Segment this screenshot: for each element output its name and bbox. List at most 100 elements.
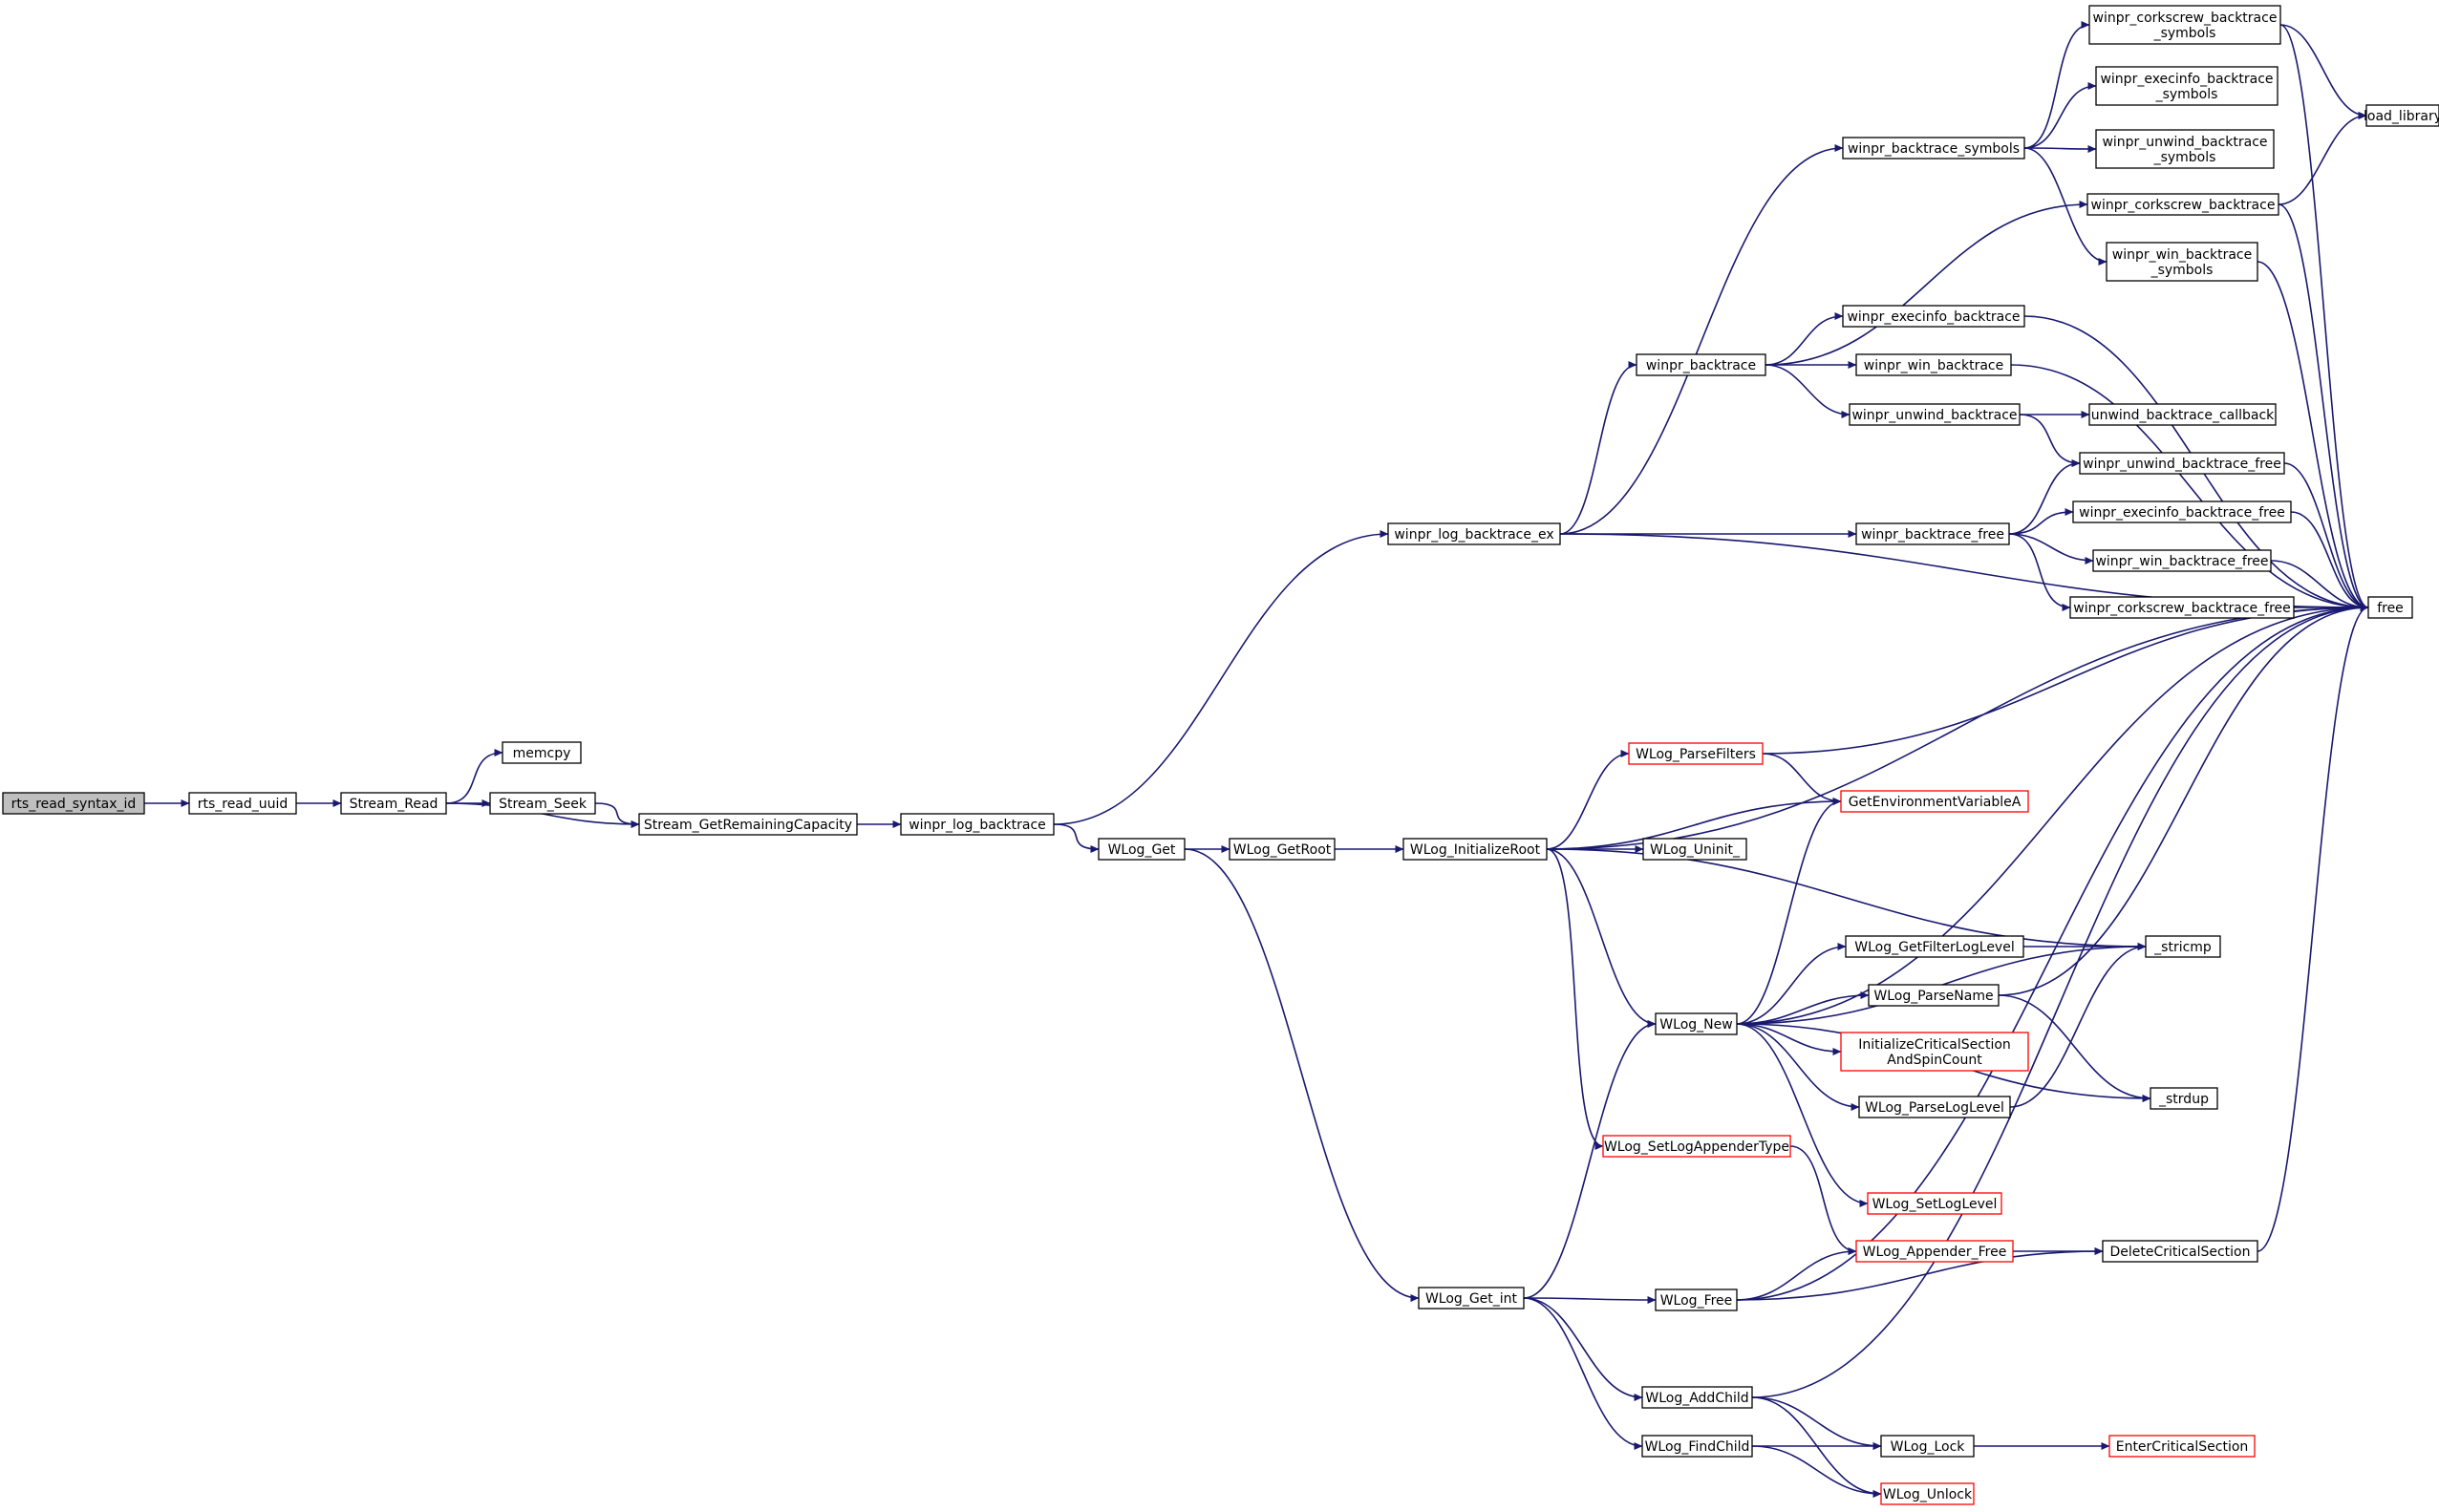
node-winpr_backtrace_free[interactable]: winpr_backtrace_free	[1855, 522, 2010, 545]
node-box-memcpy[interactable]	[502, 741, 582, 764]
node-box-WLog_ParseFilters[interactable]	[1628, 742, 1764, 765]
node-rts_read_uuid[interactable]: rts_read_uuid	[188, 792, 297, 815]
node-WLog_InitializeRoot[interactable]: WLog_InitializeRoot	[1402, 838, 1548, 861]
node-winpr_backtrace_symbols[interactable]: winpr_backtrace_symbols	[1842, 137, 2025, 160]
node-box-WLog_SetLogAppenderType[interactable]	[1602, 1135, 1791, 1158]
node-box-DeleteCriticalSection[interactable]	[2102, 1240, 2258, 1263]
node-WLog_Free[interactable]: WLog_Free	[1655, 1288, 1738, 1311]
node-winpr_log_backtrace_ex[interactable]: winpr_log_backtrace_ex	[1387, 522, 1561, 545]
node-_stricmp[interactable]: _stricmp	[2145, 935, 2221, 958]
node-box-winpr_unwind_backtrace[interactable]	[1849, 403, 2021, 426]
node-box-WLog_Unlock[interactable]	[1880, 1482, 1975, 1505]
node-winpr_unwind_backtrace_free[interactable]: winpr_unwind_backtrace_free	[2079, 452, 2285, 475]
node-free[interactable]: free	[2367, 596, 2413, 619]
node-box-winpr_backtrace[interactable]	[1636, 353, 1766, 376]
node-winpr_unwind_backtrace[interactable]: winpr_unwind_backtrace	[1849, 403, 2021, 426]
node-box-winpr_backtrace_free[interactable]	[1855, 522, 2010, 545]
node-box-load_library[interactable]	[2365, 104, 2439, 127]
node-box-WLog_Lock[interactable]	[1880, 1435, 1975, 1458]
node-DeleteCriticalSection[interactable]: DeleteCriticalSection	[2102, 1240, 2258, 1263]
node-winpr_corkscrew_backtrace[interactable]: winpr_corkscrew_backtrace	[2086, 193, 2279, 216]
node-WLog_SetLogAppenderType[interactable]: WLog_SetLogAppenderType	[1602, 1135, 1791, 1158]
node-Stream_Seek[interactable]: Stream_Seek	[489, 792, 596, 815]
node-box-winpr_execinfo_backtrace[interactable]	[1842, 305, 2025, 328]
node-box-WLog_AddChild[interactable]	[1641, 1386, 1753, 1409]
node-WLog_Unlock[interactable]: WLog_Unlock	[1880, 1482, 1975, 1505]
node-box-WLog_Free[interactable]	[1655, 1288, 1738, 1311]
node-WLog_ParseFilters[interactable]: WLog_ParseFilters	[1628, 742, 1764, 765]
node-box-EnterCriticalSection[interactable]	[2108, 1435, 2256, 1458]
node-winpr_execinfo_backtrace[interactable]: winpr_execinfo_backtrace	[1842, 305, 2025, 328]
node-box-WLog_Uninit_[interactable]	[1642, 838, 1747, 861]
node-unwind_backtrace_callback[interactable]: unwind_backtrace_callback	[2088, 403, 2277, 426]
node-WLog_FindChild[interactable]: WLog_FindChild	[1641, 1435, 1753, 1458]
node-box-WLog_ParseLogLevel[interactable]	[1858, 1096, 2011, 1118]
node-WLog_Lock[interactable]: WLog_Lock	[1880, 1435, 1975, 1458]
node-box-rts_read_syntax_id[interactable]	[2, 792, 145, 815]
node-box-winpr_log_backtrace_ex[interactable]	[1387, 522, 1561, 545]
node-winpr_win_backtrace_free[interactable]: winpr_win_backtrace_free	[2092, 549, 2272, 572]
node-box-winpr_corkscrew_backtrace_free[interactable]	[2069, 596, 2295, 619]
node-WLog_Uninit_[interactable]: WLog_Uninit_	[1642, 838, 1747, 861]
node-memcpy[interactable]: memcpy	[502, 741, 582, 764]
node-Stream_Read[interactable]: Stream_Read	[340, 792, 447, 815]
node-WLog_AddChild[interactable]: WLog_AddChild	[1641, 1386, 1753, 1409]
node-rts_read_syntax_id[interactable]: rts_read_syntax_id	[2, 792, 145, 815]
node-box-Stream_Read[interactable]	[340, 792, 447, 815]
node-box-InitializeCriticalSectionAndSpinCount[interactable]	[1840, 1032, 2029, 1072]
node-winpr_unwind_backtrace_symbols[interactable]: winpr_unwind_backtrace_symbols	[2095, 129, 2275, 169]
node-box-winpr_corkscrew_backtrace[interactable]	[2086, 193, 2279, 216]
node-box-winpr_corkscrew_backtrace_symbols[interactable]	[2088, 5, 2281, 45]
node-box-Stream_Seek[interactable]	[489, 792, 596, 815]
node-box-winpr_win_backtrace_symbols[interactable]	[2106, 242, 2258, 282]
node-winpr_win_backtrace[interactable]: winpr_win_backtrace	[1855, 353, 2012, 376]
node-WLog_Get_int[interactable]: WLog_Get_int	[1418, 1287, 1525, 1310]
node-winpr_backtrace[interactable]: winpr_backtrace	[1636, 353, 1766, 376]
node-box-winpr_win_backtrace[interactable]	[1855, 353, 2012, 376]
node-box-winpr_execinfo_backtrace_free[interactable]	[2072, 500, 2292, 523]
node-WLog_SetLogLevel[interactable]: WLog_SetLogLevel	[1867, 1192, 2002, 1215]
node-box-_strdup[interactable]	[2150, 1087, 2218, 1110]
node-GetEnvironmentVariableA[interactable]: GetEnvironmentVariableA	[1840, 790, 2029, 813]
node-winpr_win_backtrace_symbols[interactable]: winpr_win_backtrace_symbols	[2106, 242, 2258, 282]
node-box-WLog_Get[interactable]	[1098, 838, 1186, 861]
node-load_library[interactable]: load_library	[2364, 104, 2439, 127]
node-winpr_execinfo_backtrace_free[interactable]: winpr_execinfo_backtrace_free	[2072, 500, 2292, 523]
node-box-unwind_backtrace_callback[interactable]	[2088, 403, 2277, 426]
node-box-Stream_GetRemainingCapacity[interactable]	[638, 813, 858, 836]
node-_strdup[interactable]: _strdup	[2150, 1087, 2218, 1110]
node-WLog_ParseName[interactable]: WLog_ParseName	[1868, 984, 2000, 1007]
node-box-WLog_InitializeRoot[interactable]	[1402, 838, 1548, 861]
node-box-winpr_unwind_backtrace_symbols[interactable]	[2095, 129, 2275, 169]
node-box-WLog_New[interactable]	[1655, 1012, 1738, 1035]
node-box-GetEnvironmentVariableA[interactable]	[1840, 790, 2029, 813]
node-box-rts_read_uuid[interactable]	[188, 792, 297, 815]
node-winpr_corkscrew_backtrace_symbols[interactable]: winpr_corkscrew_backtrace_symbols	[2088, 5, 2281, 45]
node-EnterCriticalSection[interactable]: EnterCriticalSection	[2108, 1435, 2256, 1458]
node-box-WLog_FindChild[interactable]	[1641, 1435, 1753, 1458]
node-WLog_ParseLogLevel[interactable]: WLog_ParseLogLevel	[1858, 1096, 2011, 1118]
node-WLog_GetFilterLogLevel[interactable]: WLog_GetFilterLogLevel	[1845, 935, 2024, 958]
node-WLog_GetRoot[interactable]: WLog_GetRoot	[1229, 838, 1336, 861]
node-winpr_log_backtrace[interactable]: winpr_log_backtrace	[900, 813, 1055, 836]
node-box-winpr_unwind_backtrace_free[interactable]	[2079, 452, 2285, 475]
node-winpr_corkscrew_backtrace_free[interactable]: winpr_corkscrew_backtrace_free	[2069, 596, 2295, 619]
node-box-WLog_GetRoot[interactable]	[1229, 838, 1336, 861]
node-box-_stricmp[interactable]	[2145, 935, 2221, 958]
node-WLog_New[interactable]: WLog_New	[1655, 1012, 1738, 1035]
node-box-winpr_log_backtrace[interactable]	[900, 813, 1055, 836]
node-WLog_Get[interactable]: WLog_Get	[1098, 838, 1186, 861]
node-box-winpr_win_backtrace_free[interactable]	[2092, 549, 2272, 572]
node-WLog_Appender_Free[interactable]: WLog_Appender_Free	[1855, 1240, 2014, 1263]
node-box-winpr_execinfo_backtrace_symbols[interactable]	[2095, 66, 2279, 106]
node-box-WLog_Appender_Free[interactable]	[1855, 1240, 2014, 1263]
node-box-free[interactable]	[2367, 596, 2413, 619]
node-box-WLog_ParseName[interactable]	[1868, 984, 2000, 1007]
node-box-WLog_SetLogLevel[interactable]	[1867, 1192, 2002, 1215]
node-winpr_execinfo_backtrace_symbols[interactable]: winpr_execinfo_backtrace_symbols	[2095, 66, 2279, 106]
node-box-WLog_Get_int[interactable]	[1418, 1287, 1525, 1310]
node-box-WLog_GetFilterLogLevel[interactable]	[1845, 935, 2024, 958]
node-box-winpr_backtrace_symbols[interactable]	[1842, 137, 2025, 160]
node-Stream_GetRemainingCapacity[interactable]: Stream_GetRemainingCapacity	[638, 813, 858, 836]
